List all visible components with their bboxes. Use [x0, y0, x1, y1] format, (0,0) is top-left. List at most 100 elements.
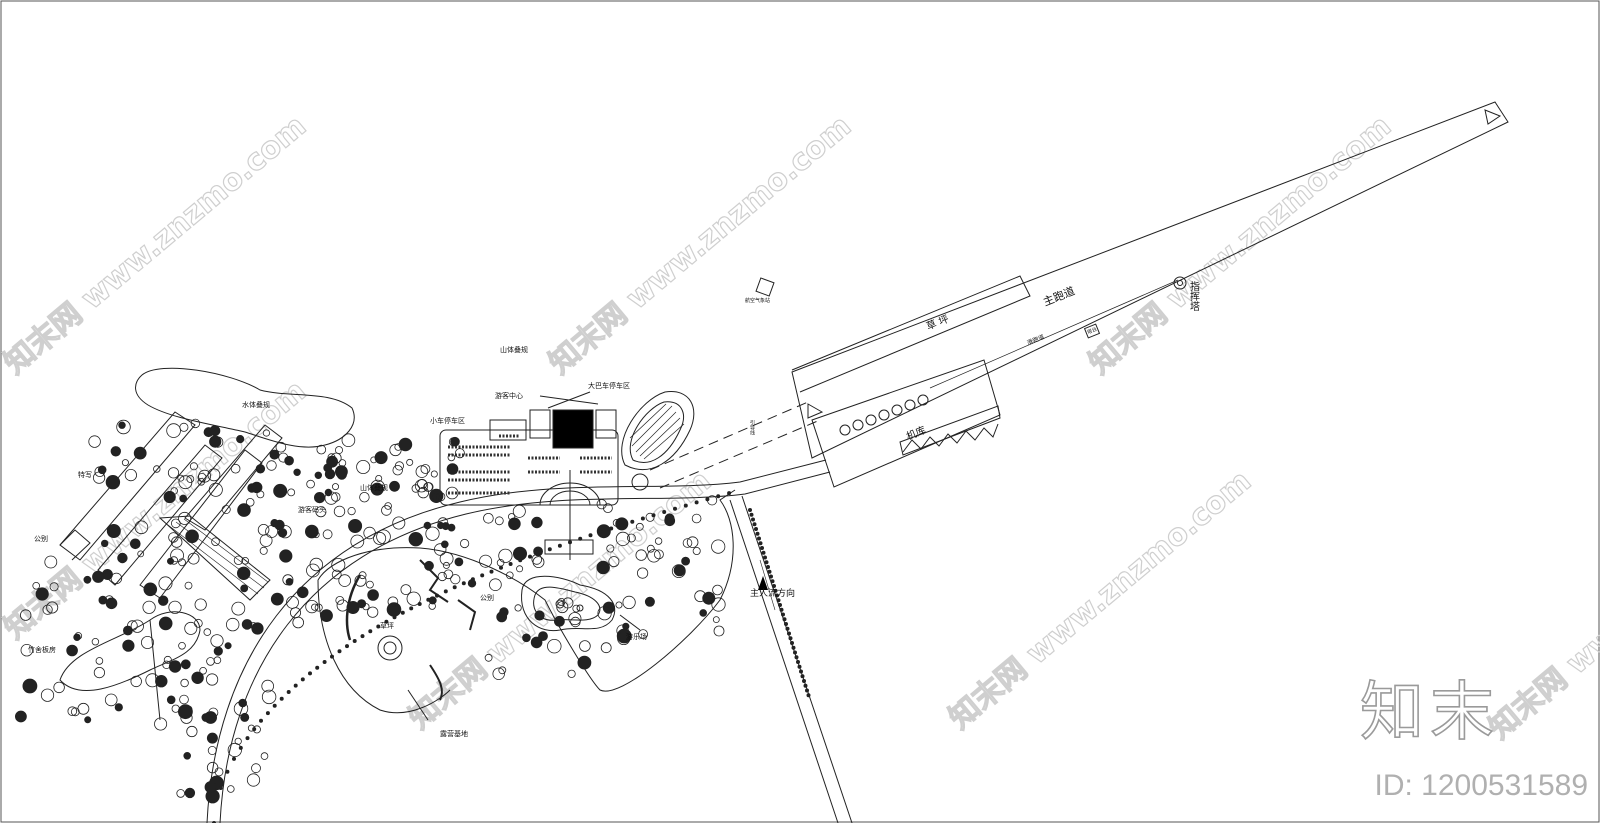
tree-symbol [153, 465, 161, 473]
roadside-tree [760, 546, 765, 551]
roadside-tree [761, 550, 766, 555]
tree-symbol [516, 565, 524, 573]
car-parking-rows [448, 434, 612, 495]
roadside-tree [805, 688, 810, 693]
label-tower-box: 塔台 [1086, 326, 1098, 336]
tree-symbol [157, 595, 169, 606]
tree-symbol [163, 655, 172, 664]
tree-symbol [184, 787, 196, 799]
tree-symbol [176, 789, 186, 798]
tree-symbol [114, 703, 123, 712]
roadside-tree [630, 519, 635, 524]
roadside-tree [272, 703, 277, 708]
tree-symbol [293, 468, 301, 476]
tree-symbol [230, 463, 241, 474]
tree-symbol [142, 600, 156, 614]
tree-symbol [240, 584, 249, 593]
tree-symbol [210, 634, 224, 648]
tree-symbol [35, 587, 49, 601]
tree-symbol [118, 421, 126, 429]
roadside-tree [764, 560, 769, 565]
tree-symbol [363, 526, 376, 540]
roadside-tree [384, 619, 389, 624]
tree-symbol [450, 436, 460, 447]
tree-symbol [154, 717, 168, 731]
tree-symbol [702, 591, 716, 605]
tree-symbol [166, 423, 181, 438]
label-camp: 露营基地 [440, 729, 468, 738]
tree-symbol [686, 536, 699, 548]
tree-symbol [408, 532, 424, 547]
tree-symbol [547, 639, 562, 654]
tree-symbol [712, 584, 723, 596]
tree-symbol [331, 558, 346, 573]
tree-symbol [338, 574, 352, 587]
roadside-tree [434, 593, 439, 598]
tree-symbol [712, 616, 720, 623]
tree-symbol [636, 567, 649, 579]
roadside-tree [461, 581, 466, 586]
tree-symbol [333, 505, 346, 518]
tree-symbol [498, 548, 513, 563]
roadside-tree [568, 540, 573, 545]
tree-symbol [224, 642, 232, 650]
roadside-tree [749, 512, 754, 517]
tree-symbol [489, 578, 502, 591]
roadside-tree [763, 555, 768, 560]
tree-symbol [577, 655, 592, 670]
tree-symbol [699, 609, 707, 617]
tree-symbol [143, 582, 158, 597]
control-tower-core [1177, 280, 1183, 286]
roadside-tree [784, 622, 789, 627]
tree-symbol [93, 666, 106, 679]
walking-loop [59, 611, 201, 691]
tree-symbol [241, 556, 250, 565]
roadside-tree [772, 584, 777, 589]
roadside-tree [293, 683, 298, 688]
tree-symbol [567, 669, 576, 678]
tree-symbol [622, 595, 636, 610]
tree-symbol [424, 560, 434, 571]
tree-symbols [14, 418, 811, 823]
roadside-tree [778, 603, 783, 608]
tree-symbol [158, 616, 173, 631]
tree-symbol [261, 689, 277, 705]
roadside-tree [705, 497, 710, 502]
tree-symbol [227, 742, 242, 758]
roadside-tree [300, 677, 305, 682]
roadside-tree [598, 529, 603, 534]
roadside-tree [802, 679, 807, 684]
tree-symbol [201, 713, 211, 722]
tree-symbol [373, 531, 387, 545]
roadside-tree [796, 660, 801, 665]
tree-symbol [179, 494, 188, 503]
label-bungalow: 特写 [78, 470, 92, 479]
tree-symbol [331, 569, 342, 580]
roadside-tree [218, 786, 223, 791]
tree-symbol [711, 597, 726, 612]
tree-symbol [627, 533, 636, 543]
tree-symbol [171, 518, 181, 529]
tree-symbol [140, 636, 154, 650]
tree-symbol [406, 458, 414, 466]
tree-symbol [713, 625, 725, 637]
tree-symbol [191, 671, 204, 685]
roadside-tree [352, 639, 357, 644]
tree-symbol [20, 609, 32, 621]
roadside-tree [754, 527, 759, 532]
tree-symbol [206, 673, 219, 686]
roadside-tree [755, 531, 760, 536]
roadside-tree [640, 516, 645, 521]
tree-symbol [105, 597, 118, 610]
tree-symbol [507, 513, 516, 521]
tree-symbol [177, 704, 193, 720]
plaza-fountain-inner [383, 641, 397, 655]
tree-symbol [94, 466, 106, 478]
tree-symbol [40, 688, 55, 702]
tree-symbol [53, 681, 65, 694]
tree-symbol [44, 555, 58, 569]
label-tower: 指挥塔 [1188, 280, 1200, 312]
tree-symbol [84, 716, 92, 724]
tree-symbol [231, 601, 246, 616]
tree-symbol [133, 446, 147, 460]
